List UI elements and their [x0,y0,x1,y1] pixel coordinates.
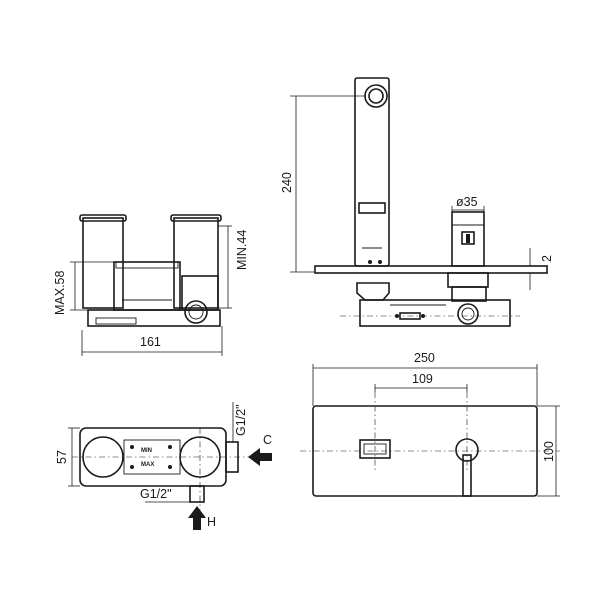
arrow-label-hot: H [207,515,216,529]
dim-spacing-109: 109 [412,372,433,386]
marking-max: MAX [141,462,154,468]
dim-diameter-35: ø35 [456,195,478,209]
dim-depth-57: 57 [55,450,69,464]
plate-view: 250 109 100 [300,351,560,497]
dim-width-161: 161 [140,335,161,349]
dim-max-58: MAX.58 [53,270,67,315]
dim-height-100: 100 [542,441,556,462]
dim-height-240: 240 [280,172,294,193]
dim-width-250: 250 [414,351,435,365]
arrow-label-cold: C [263,433,272,447]
top-view: MIN MAX 57 G1/2" G1/2" C H [55,402,272,530]
side-view: 240 ø35 2 [280,77,554,327]
marking-min: MIN [141,448,152,454]
label-inlet-hot: G1/2" [140,487,172,501]
dim-plate-2: 2 [540,255,554,262]
label-inlet-cold: G1/2" [234,404,248,436]
dim-min-44: MIN.44 [235,230,249,270]
front-view: MAX.58 MIN.44 161 [53,214,249,356]
